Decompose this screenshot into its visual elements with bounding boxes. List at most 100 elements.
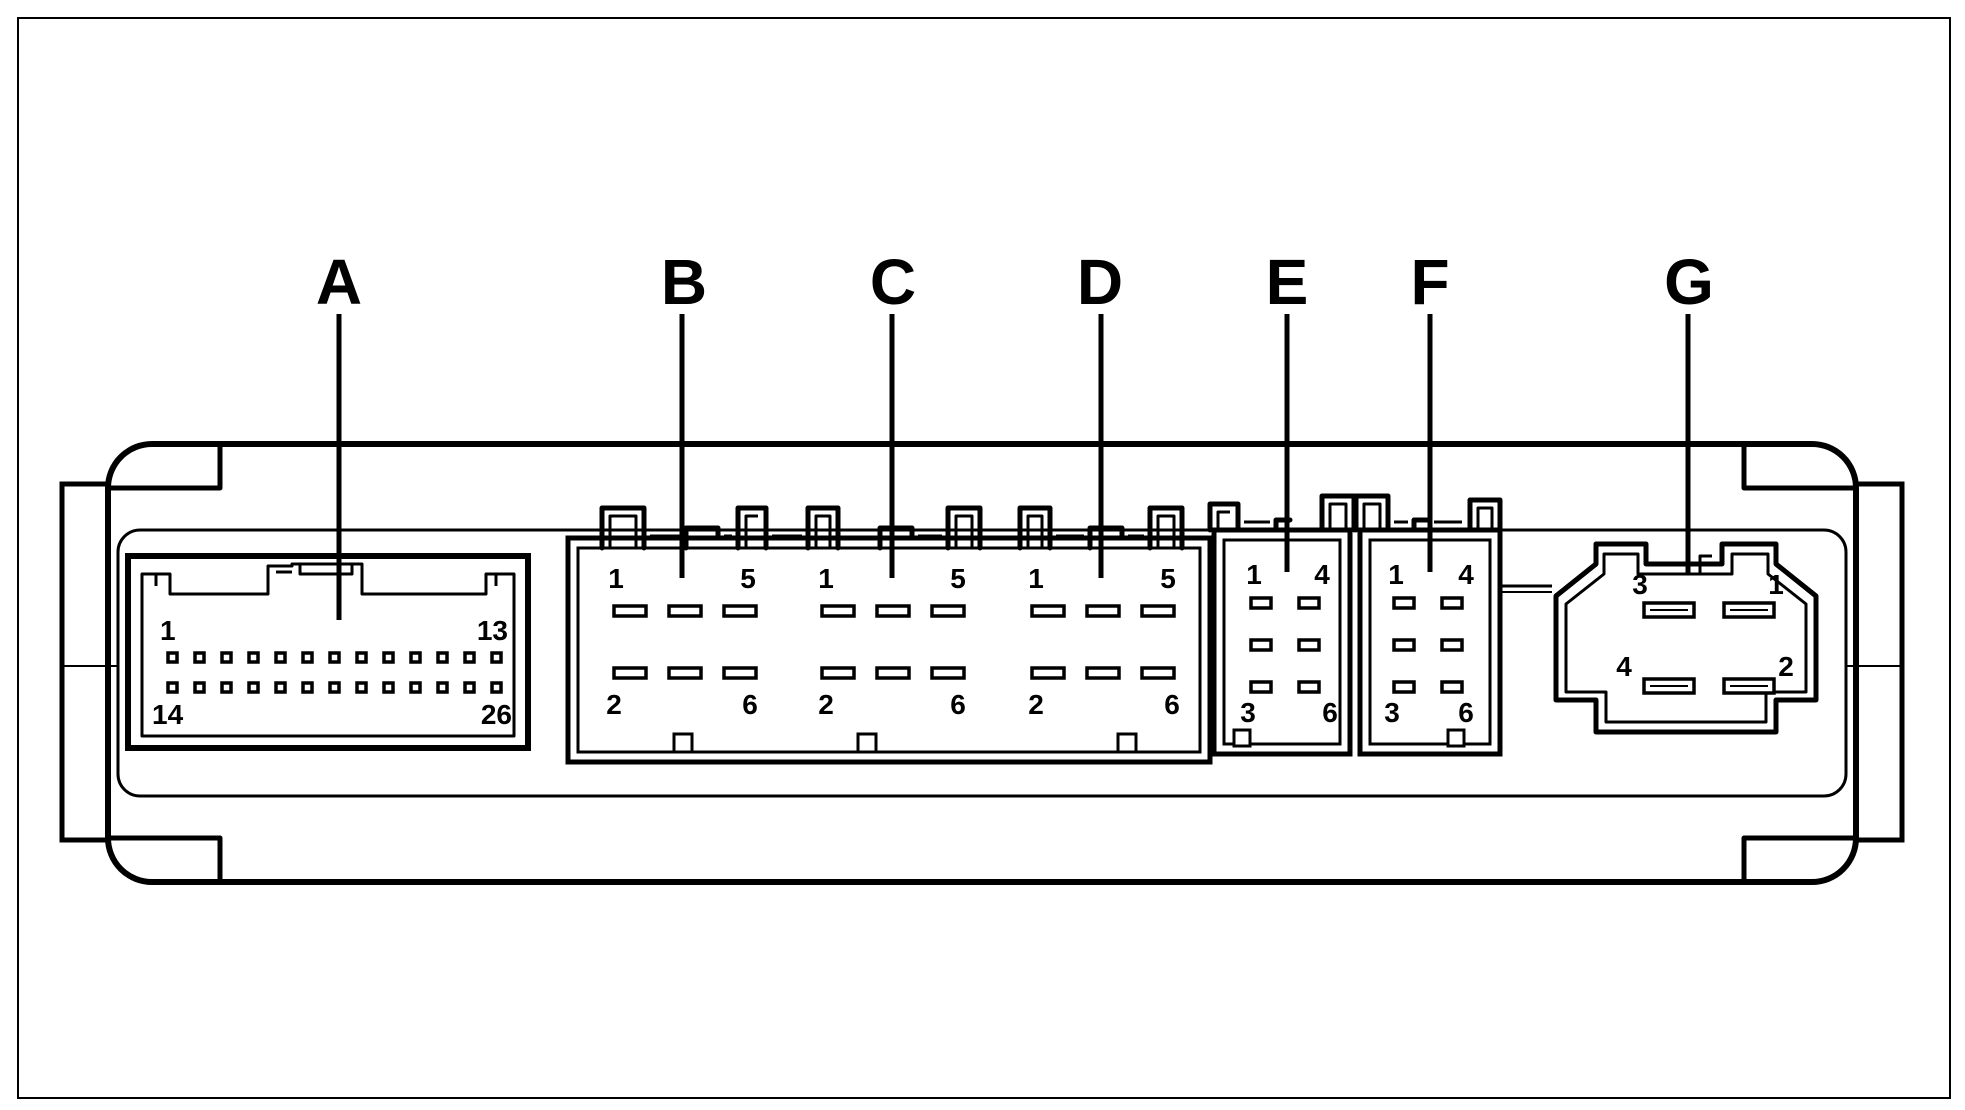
connector-a-inner-shell xyxy=(140,562,516,738)
connector-e-inner-shell xyxy=(1222,538,1342,746)
small-terminal xyxy=(1249,638,1273,652)
callout-c: C xyxy=(870,246,916,318)
connector-a-pin xyxy=(193,681,206,694)
small-terminal xyxy=(1392,638,1416,652)
connector-a-pin xyxy=(274,651,287,664)
blade-terminal xyxy=(722,666,758,680)
connector-c: 1 5 2 6 xyxy=(818,563,966,720)
connector-g: 3 1 4 2 xyxy=(1500,541,1819,735)
callout-d: D xyxy=(1077,246,1123,318)
small-terminal xyxy=(1297,680,1321,694)
connector-f-terminals xyxy=(1392,596,1464,694)
connector-a-pin xyxy=(463,651,476,664)
blade-terminal xyxy=(667,666,703,680)
connector-a-pin xyxy=(355,651,368,664)
connector-a-pin xyxy=(220,651,233,664)
connector-a-pin xyxy=(220,681,233,694)
bcd-bottom-key xyxy=(1116,732,1138,754)
connector-e-terminals xyxy=(1249,596,1321,694)
small-terminal xyxy=(1440,596,1464,610)
connector-b: 1 5 2 6 xyxy=(606,563,758,720)
callout-a: A xyxy=(316,246,362,318)
blade-terminal xyxy=(1030,666,1066,680)
callout-f: F xyxy=(1410,246,1449,318)
bcd-bottom-key xyxy=(856,732,878,754)
blade-terminal xyxy=(667,604,703,618)
connector-a-pin xyxy=(193,651,206,664)
connector-a-pin xyxy=(355,681,368,694)
connector-a-pin-grid xyxy=(166,651,503,694)
connector-b-pin-2-label: 2 xyxy=(606,689,622,720)
connector-c-pin-1-label: 1 xyxy=(818,563,834,594)
connector-d-pin-1-label: 1 xyxy=(1028,563,1044,594)
connector-b-pin-6-label: 6 xyxy=(742,689,758,720)
blade-terminal xyxy=(612,604,648,618)
connector-a-pin xyxy=(409,651,422,664)
left-flange xyxy=(59,481,111,843)
callout-b: B xyxy=(661,246,707,318)
connector-a-pin-13-label: 13 xyxy=(477,615,508,646)
connector-g-pin-1-label: 1 xyxy=(1768,569,1784,600)
connector-e-pin-3-label: 3 xyxy=(1240,697,1256,728)
bcd-latch-details xyxy=(608,514,1176,548)
connector-b-pin-1-label: 1 xyxy=(608,563,624,594)
connector-a: 1 13 14 26 xyxy=(125,553,531,751)
connector-e-latch-details xyxy=(1216,502,1348,530)
connector-e-bottom-key xyxy=(1232,728,1252,748)
bcd-top-latches xyxy=(599,505,1185,551)
connector-f-top-latches xyxy=(1353,493,1503,533)
connector-a-pin xyxy=(166,681,179,694)
blade-terminal xyxy=(612,666,648,680)
callout-labels: A B C D E F G xyxy=(316,246,1714,318)
corner-notch xyxy=(1741,441,1859,491)
bcd-bottom-key xyxy=(672,732,694,754)
connector-e: 1 4 3 6 xyxy=(1207,493,1357,757)
connector-d: 1 5 2 6 xyxy=(1028,563,1180,720)
small-terminal xyxy=(1440,680,1464,694)
connector-f-pin-1-label: 1 xyxy=(1388,559,1404,590)
connector-c-pin-5-label: 5 xyxy=(950,563,966,594)
blade-terminal xyxy=(820,666,856,680)
connector-e-pin-6-label: 6 xyxy=(1322,697,1338,728)
connector-g-pin-4-label: 4 xyxy=(1616,651,1632,682)
connector-g-inner-shell xyxy=(1564,552,1808,724)
connector-block-bcd: 1 5 2 6 1 5 2 6 1 5 2 6 xyxy=(565,505,1213,765)
blade-terminal xyxy=(1030,604,1066,618)
connector-c-pin-6-label: 6 xyxy=(950,689,966,720)
corner-notch xyxy=(105,441,223,491)
connector-c-pin-2-label: 2 xyxy=(818,689,834,720)
connector-f-pin-4-label: 4 xyxy=(1458,559,1474,590)
connector-a-pin xyxy=(382,651,395,664)
small-terminal xyxy=(1297,638,1321,652)
bcd-inner-shell xyxy=(576,546,1202,754)
connector-a-key-ribs xyxy=(154,564,498,586)
connector-e-pin-4-label: 4 xyxy=(1314,559,1330,590)
connector-a-pin xyxy=(166,651,179,664)
blade-terminal xyxy=(930,604,966,618)
connector-g-key xyxy=(1698,554,1712,574)
connector-a-pin xyxy=(490,651,503,664)
blade-terminal xyxy=(1085,666,1121,680)
blade-terminal xyxy=(930,666,966,680)
blade-terminal xyxy=(875,604,911,618)
callout-g: G xyxy=(1664,246,1714,318)
connector-a-pin xyxy=(436,681,449,694)
right-flange xyxy=(1853,481,1905,843)
connector-f-pin-6-label: 6 xyxy=(1458,697,1474,728)
connector-e-outer-shell xyxy=(1211,527,1353,757)
connector-c-terminals xyxy=(820,604,966,680)
connector-a-pin xyxy=(463,681,476,694)
connector-g-pin-2-label: 2 xyxy=(1778,651,1794,682)
callout-e: E xyxy=(1266,246,1309,318)
connector-b-pin-5-label: 5 xyxy=(740,563,756,594)
connector-g-terminals xyxy=(1642,601,1776,695)
connector-d-pin-5-label: 5 xyxy=(1160,563,1176,594)
blade-terminal xyxy=(875,666,911,680)
connector-g-pin-3-label: 3 xyxy=(1632,569,1648,600)
blade-terminal xyxy=(820,604,856,618)
connector-a-pin xyxy=(382,681,395,694)
connector-d-terminals xyxy=(1030,604,1176,680)
small-terminal xyxy=(1297,596,1321,610)
blade-terminal xyxy=(1140,604,1176,618)
